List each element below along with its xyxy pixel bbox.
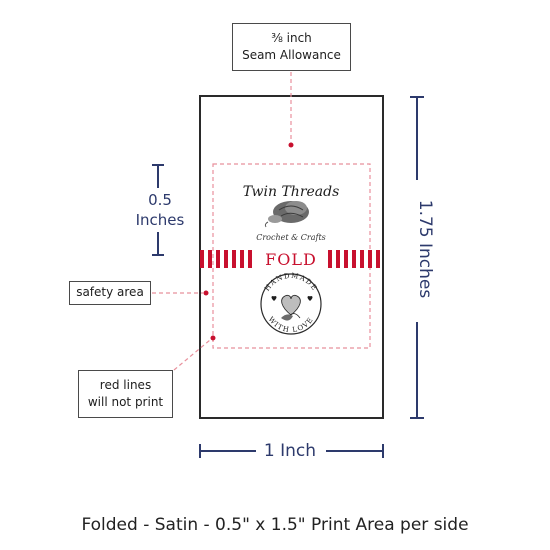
seam-allowance-value: ⅜ inch (271, 31, 312, 45)
fold-stripes-right (328, 250, 380, 268)
red-lines-line1: red lines (99, 378, 152, 392)
safety-area-callout: safety area (69, 281, 151, 305)
height-label: 1.75 Inches (415, 199, 435, 299)
redlines-leader-dot (210, 335, 216, 341)
fold-stripes-left (200, 250, 252, 268)
height-dimension (410, 96, 424, 419)
seam-leader-dot (288, 142, 294, 148)
brand-name: Twin Threads (243, 184, 340, 200)
fold-label: FOLD (265, 250, 317, 269)
yarn-ball-icon (264, 201, 309, 228)
redlines-leader-line (173, 339, 211, 371)
width-label: 1 Inch (263, 441, 317, 461)
heart-icon (307, 296, 313, 301)
half-inch-unit: Inches (135, 211, 185, 229)
red-lines-line2: will not print (87, 395, 164, 409)
half-inch-value: 0.5 (148, 191, 172, 209)
half-inch-label: 0.5 Inches (120, 190, 200, 230)
brand-subtitle: Crochet & Crafts (256, 233, 326, 242)
red-lines-callout: red lines will not print (78, 370, 173, 418)
half-inch-dimension (152, 164, 164, 256)
seam-allowance-callout: ⅜ inch Seam Allowance (232, 23, 351, 71)
heart-icon (271, 296, 277, 301)
heart-flower-icon (281, 294, 301, 321)
footer-caption: Folded - Satin - 0.5" x 1.5" Print Area … (81, 515, 469, 535)
safety-area-label: safety area (76, 285, 144, 299)
seam-allowance-label: Seam Allowance (242, 48, 341, 62)
safety-leader-dot (203, 290, 209, 296)
width-dimension (199, 444, 384, 458)
